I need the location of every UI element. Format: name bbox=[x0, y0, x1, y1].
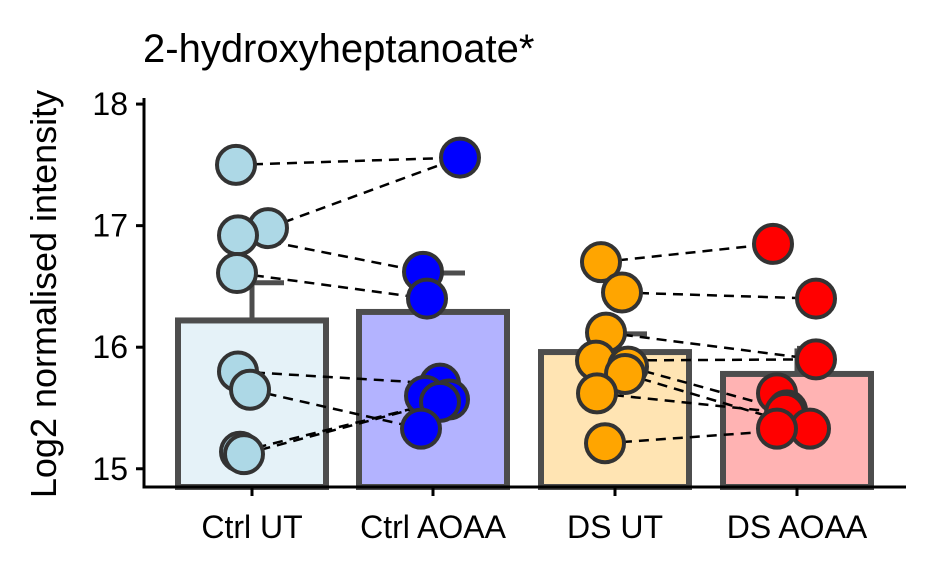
paired-line bbox=[237, 234, 424, 274]
data-point bbox=[400, 407, 442, 450]
data-point bbox=[604, 352, 646, 395]
paired-line bbox=[605, 331, 817, 361]
data-point bbox=[439, 136, 481, 179]
x-tick-label: Ctrl AOAA bbox=[360, 509, 506, 545]
data-point bbox=[215, 143, 257, 186]
data-point bbox=[406, 277, 448, 320]
data-point bbox=[756, 407, 798, 450]
paired-line bbox=[621, 291, 817, 300]
y-tick-label: 17 bbox=[92, 208, 128, 244]
axes-layer bbox=[142, 98, 906, 489]
y-tick-label: 18 bbox=[92, 86, 128, 122]
y-tick-label: 16 bbox=[92, 329, 128, 365]
paired-line bbox=[600, 242, 774, 264]
x-tick-label: DS UT bbox=[567, 509, 663, 545]
paired-line bbox=[267, 156, 461, 230]
data-point bbox=[229, 368, 271, 411]
data-point bbox=[223, 433, 265, 476]
data-point bbox=[580, 241, 622, 284]
data-point bbox=[795, 277, 837, 320]
chart-title: 2-hydroxyheptanoate* bbox=[143, 27, 534, 71]
data-point bbox=[584, 422, 626, 465]
y-ticks-layer: 15 16 17 18 bbox=[92, 86, 144, 487]
y-tick-label: 15 bbox=[92, 451, 128, 487]
paired-line bbox=[235, 156, 461, 167]
x-ticks-layer: Ctrl UT Ctrl AOAA DS UT DS AOAA bbox=[201, 487, 868, 545]
data-point bbox=[795, 338, 837, 381]
paired-line bbox=[596, 392, 786, 415]
x-tick-label: DS AOAA bbox=[727, 509, 868, 545]
data-point bbox=[216, 252, 258, 295]
points-layer bbox=[215, 136, 837, 476]
x-tick-label: Ctrl UT bbox=[201, 509, 302, 545]
paired-line bbox=[236, 271, 428, 300]
data-point bbox=[576, 372, 618, 415]
data-point bbox=[752, 222, 794, 265]
y-axis-title: Log2 normalised intensity bbox=[23, 90, 64, 498]
paired-line bbox=[249, 388, 422, 430]
data-point bbox=[217, 214, 259, 257]
data-point bbox=[601, 271, 643, 314]
